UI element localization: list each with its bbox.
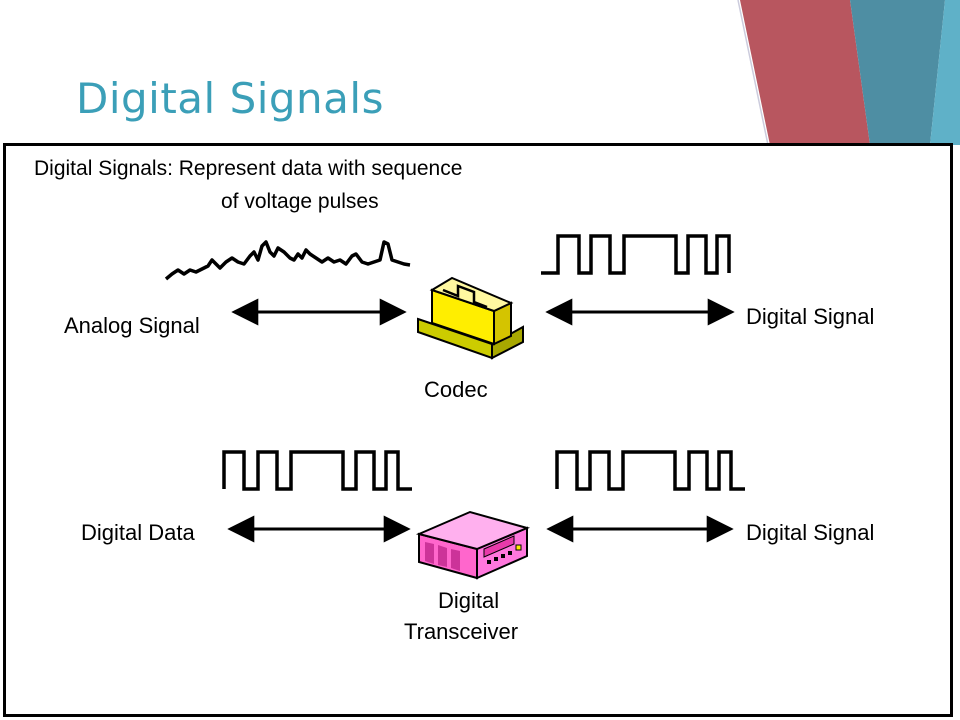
digital-waveform-top-right [541, 234, 731, 275]
caption-line-1: Digital Signals: Represent data with seq… [34, 157, 462, 180]
caption-line-2: of voltage pulses [221, 190, 379, 213]
diagram-canvas: Digital Signals: Represent data with seq… [34, 157, 874, 644]
codec-label: Codec [424, 377, 488, 402]
red-stripe [740, 0, 870, 145]
digital-transceiver-label-line2: Transceiver [404, 619, 518, 644]
teal-stripe [850, 0, 945, 145]
digital-signal-label-top: Digital Signal [746, 304, 874, 329]
digital-waveform-bottom-right [555, 450, 745, 491]
digital-waveform-bottom-left [222, 450, 412, 491]
digital-signal-label-bottom: Digital Signal [746, 520, 874, 545]
stripe-edge-line [737, 0, 769, 146]
slide-title: Digital Signals [76, 74, 384, 123]
light-teal-stripe [930, 0, 960, 145]
analog-waveform [164, 240, 411, 281]
diagram-figure: Digital Signals: Represent data with seq… [3, 143, 953, 717]
digital-data-label: Digital Data [81, 520, 195, 545]
analog-signal-label: Analog Signal [64, 313, 200, 338]
digital-transceiver-label-line1: Digital [438, 588, 499, 613]
codec-chip-icon [417, 276, 524, 360]
transceiver-device-icon [415, 510, 531, 580]
